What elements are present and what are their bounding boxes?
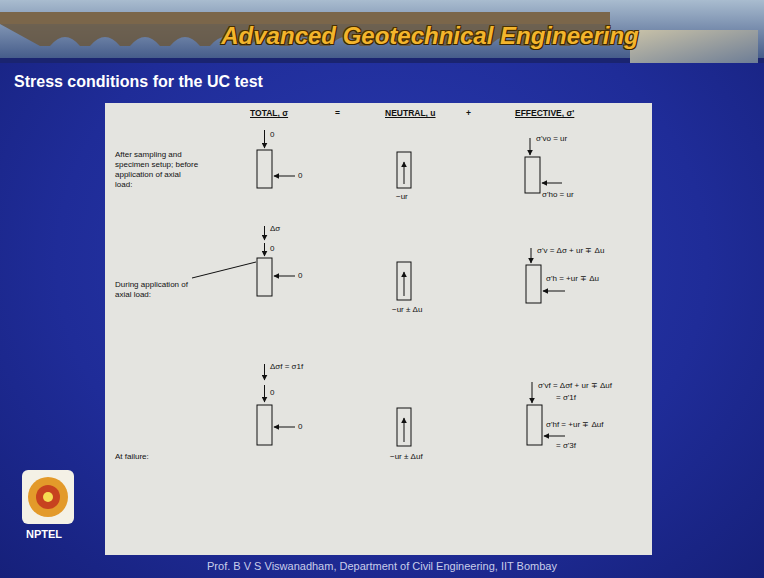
pore-pressure: −ur ± Δu bbox=[392, 305, 422, 315]
load-arrow bbox=[274, 427, 295, 428]
load-arrow bbox=[264, 226, 265, 240]
load-arrow bbox=[542, 183, 562, 184]
load-arrow bbox=[543, 291, 565, 292]
logo-hub bbox=[43, 492, 53, 502]
specimen-box bbox=[526, 265, 541, 303]
stress-value: Δσ bbox=[270, 224, 280, 234]
specimen-box bbox=[525, 157, 540, 193]
effective-stress: σ'vo = ur bbox=[536, 134, 567, 144]
pore-pressure: −ur bbox=[396, 192, 408, 202]
stress-value: 0 bbox=[298, 271, 302, 281]
logo-wheel bbox=[28, 477, 68, 517]
specimen-box bbox=[257, 405, 272, 445]
stage-label: After sampling and specimen setup; befor… bbox=[115, 150, 199, 190]
load-arrow bbox=[274, 276, 295, 277]
leader-line bbox=[192, 262, 256, 278]
logo-ground bbox=[22, 470, 74, 524]
stress-value: 0 bbox=[270, 130, 274, 140]
slide-footer: Prof. B V S Viswanadham, Department of C… bbox=[0, 559, 764, 573]
logo-wheel-inner bbox=[36, 485, 60, 509]
load-arrow bbox=[264, 364, 265, 380]
load-arrow bbox=[530, 138, 531, 155]
effective-stress: = σ'1f bbox=[556, 393, 576, 403]
load-arrow bbox=[531, 248, 532, 263]
effective-stress: σ'vf = Δσf + ur ∓ Δuf bbox=[538, 381, 612, 391]
figure-panel bbox=[105, 103, 652, 555]
pressure-arrow bbox=[404, 418, 405, 442]
column-heading: EFFECTIVE, σ' bbox=[515, 108, 574, 118]
specimen-box bbox=[397, 262, 411, 300]
stress-value: Δσf = σ1f bbox=[270, 362, 303, 372]
load-arrow bbox=[264, 130, 265, 148]
nptel-logo bbox=[22, 470, 74, 524]
specimen-box bbox=[527, 405, 542, 445]
load-arrow bbox=[532, 382, 533, 403]
stress-value: 0 bbox=[298, 422, 302, 432]
stress-value: 0 bbox=[270, 388, 274, 398]
load-arrow bbox=[264, 385, 265, 402]
stage-label: During application of axial load: bbox=[115, 280, 205, 300]
specimen-box bbox=[257, 150, 272, 188]
operator-sign: + bbox=[466, 108, 471, 118]
slide-subtitle: Stress conditions for the UC test bbox=[14, 72, 263, 92]
pressure-arrow bbox=[404, 162, 405, 184]
stress-value: 0 bbox=[270, 244, 274, 254]
stage-label: At failure: bbox=[115, 452, 149, 462]
stress-value: 0 bbox=[298, 171, 302, 181]
logo-text: NPTEL bbox=[26, 528, 62, 541]
load-arrow bbox=[274, 176, 295, 177]
effective-stress: σ'hf = +ur ∓ Δuf bbox=[546, 420, 604, 430]
pore-pressure: −ur ± Δuf bbox=[390, 452, 423, 462]
specimen-box bbox=[397, 408, 411, 446]
slide-title: Advanced Geotechnical Engineering bbox=[180, 22, 680, 50]
effective-stress: σ'v = Δσ + ur ∓ Δu bbox=[537, 246, 604, 256]
load-arrow bbox=[544, 436, 565, 437]
effective-stress: σ'ho = ur bbox=[542, 190, 574, 200]
effective-stress: σ'h = +ur ∓ Δu bbox=[546, 274, 599, 284]
specimen-figures bbox=[192, 130, 565, 446]
column-heading: NEUTRAL, u bbox=[385, 108, 436, 118]
specimen-box bbox=[397, 152, 411, 188]
load-arrow bbox=[264, 243, 265, 256]
specimen-box bbox=[257, 258, 272, 296]
banner-sky bbox=[0, 0, 764, 62]
column-heading: TOTAL, σ bbox=[250, 108, 288, 118]
operator-sign: = bbox=[335, 108, 340, 118]
banner-photo bbox=[630, 30, 758, 63]
pressure-arrow bbox=[404, 272, 405, 296]
effective-stress: = σ'3f bbox=[556, 441, 576, 451]
